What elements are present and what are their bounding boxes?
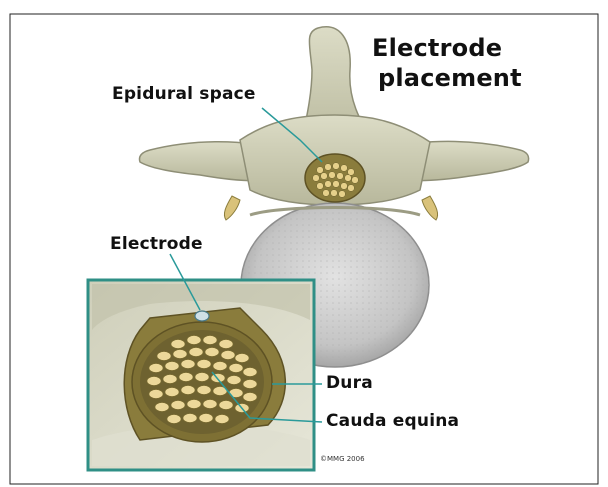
epidural-space-oval — [305, 154, 365, 202]
copyright-notice: ©MMG 2006 — [320, 455, 365, 463]
electrode-tip — [195, 311, 209, 321]
label-dura: Dura — [326, 373, 373, 393]
inset-magnified-view — [88, 280, 314, 470]
title-line-2: placement — [378, 64, 522, 92]
label-epidural-space: Epidural space — [112, 84, 256, 104]
title-line-1: Electrode — [372, 34, 502, 62]
label-cauda-equina: Cauda equina — [326, 411, 459, 431]
label-electrode: Electrode — [110, 234, 203, 254]
